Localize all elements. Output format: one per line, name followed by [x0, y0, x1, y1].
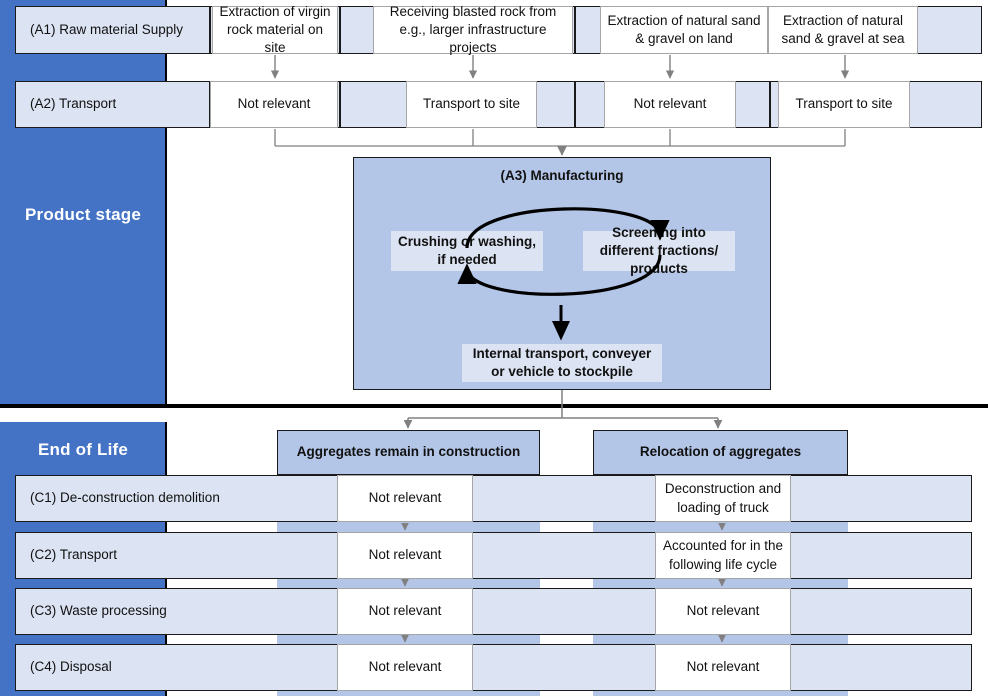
a3-crushing-box: Crushing or washing, if needed — [391, 231, 543, 271]
eol-header-relocation: Relocation of aggregates — [593, 430, 848, 475]
c3-cell-1: Not relevant — [337, 588, 473, 635]
product-stage-band-edge — [165, 0, 167, 404]
a2-cell-3: Not relevant — [604, 81, 736, 128]
c3-cell-2: Not relevant — [655, 588, 791, 635]
c1-cell-2-text: Deconstruction and loading of truck — [664, 481, 782, 515]
row-c2-label: (C2) Transport — [15, 532, 972, 579]
c3-cell-2-text: Not relevant — [686, 603, 760, 619]
c4-cell-1: Not relevant — [337, 644, 473, 691]
a1-cell-2: Receiving blasted rock from e.g., larger… — [373, 4, 573, 55]
c2-cell-1: Not relevant — [337, 532, 473, 579]
c2-cell-2: Accounted for in the following life cycl… — [655, 532, 791, 579]
row-a1-label-text: (A1) Raw material Supply — [30, 21, 184, 37]
eol-header-2-text: Relocation of aggregates — [639, 444, 802, 460]
c1-cell-2: Deconstruction and loading of truck — [655, 475, 791, 522]
c1-cell-1: Not relevant — [337, 475, 473, 522]
c4-cell-1-text: Not relevant — [368, 659, 442, 675]
a1-cell-1-text: Extraction of virgin rock material on si… — [219, 3, 331, 56]
a3-title: (A3) Manufacturing — [500, 168, 624, 183]
a1-cell-4: Extraction of natural sand & gravel at s… — [768, 6, 918, 54]
a1-cell-3: Extraction of natural sand & gravel on l… — [600, 6, 768, 54]
c4-cell-2-text: Not relevant — [686, 659, 760, 675]
eol-header-aggregates-remain: Aggregates remain in construction — [277, 430, 540, 475]
a3-internal-transport-text: Internal transport, conveyer or vehicle … — [472, 345, 652, 379]
product-stage-label: Product stage — [25, 205, 141, 224]
a3-crushing-text: Crushing or washing, if needed — [397, 233, 536, 267]
a1-cell-2-text: Receiving blasted rock from e.g., larger… — [389, 3, 557, 56]
row-c2-label-text: (C2) Transport — [30, 547, 118, 563]
a2-cell-3-text: Not relevant — [633, 96, 707, 112]
a3-internal-transport-box: Internal transport, conveyer or vehicle … — [462, 344, 662, 382]
a2-cell-4-text: Transport to site — [795, 96, 893, 112]
a1-cell-3-text: Extraction of natural sand & gravel on l… — [607, 12, 761, 46]
a3-screening-box: Screening into different fractions/ prod… — [583, 225, 735, 276]
c1-cell-1-text: Not relevant — [368, 490, 442, 506]
a2-cell-1-text: Not relevant — [237, 96, 311, 112]
row-a1-label: (A1) Raw material Supply — [15, 6, 210, 54]
a3-screening-text: Screening into different fractions/ prod… — [599, 224, 719, 277]
product-stage-band — [0, 0, 166, 404]
a2-cell-4: Transport to site — [778, 81, 910, 128]
c4-cell-2: Not relevant — [655, 644, 791, 691]
row-c3-label: (C3) Waste processing — [15, 588, 972, 635]
a2-cell-2: Transport to site — [406, 81, 537, 128]
a2-cell-2-text: Transport to site — [422, 96, 521, 112]
row-c1-label: (C1) De-construction demolition — [15, 475, 972, 522]
end-of-life-label: End of Life — [37, 440, 129, 459]
a1-cell-1: Extraction of virgin rock material on si… — [212, 4, 338, 55]
a1-to-a2-arrows — [270, 55, 850, 79]
stage-divider-rule — [0, 404, 988, 408]
row-a2-label-text: (A2) Transport — [30, 96, 117, 112]
a2-cell-1: Not relevant — [210, 81, 338, 128]
a2-to-a3-connector — [274, 129, 846, 147]
eol-header-1-text: Aggregates remain in construction — [296, 444, 521, 460]
row-c4-label: (C4) Disposal — [15, 644, 972, 691]
a1-cell-4-text: Extraction of natural sand & gravel at s… — [781, 12, 905, 46]
c2-cell-1-text: Not relevant — [368, 547, 442, 563]
row-a2-label: (A2) Transport — [15, 81, 210, 128]
c2-cell-2-text: Accounted for in the following life cycl… — [662, 538, 784, 572]
row-c1-label-text: (C1) De-construction demolition — [30, 490, 220, 506]
c3-cell-1-text: Not relevant — [368, 603, 442, 619]
row-c3-label-text: (C3) Waste processing — [30, 603, 167, 619]
row-c4-label-text: (C4) Disposal — [30, 659, 112, 675]
